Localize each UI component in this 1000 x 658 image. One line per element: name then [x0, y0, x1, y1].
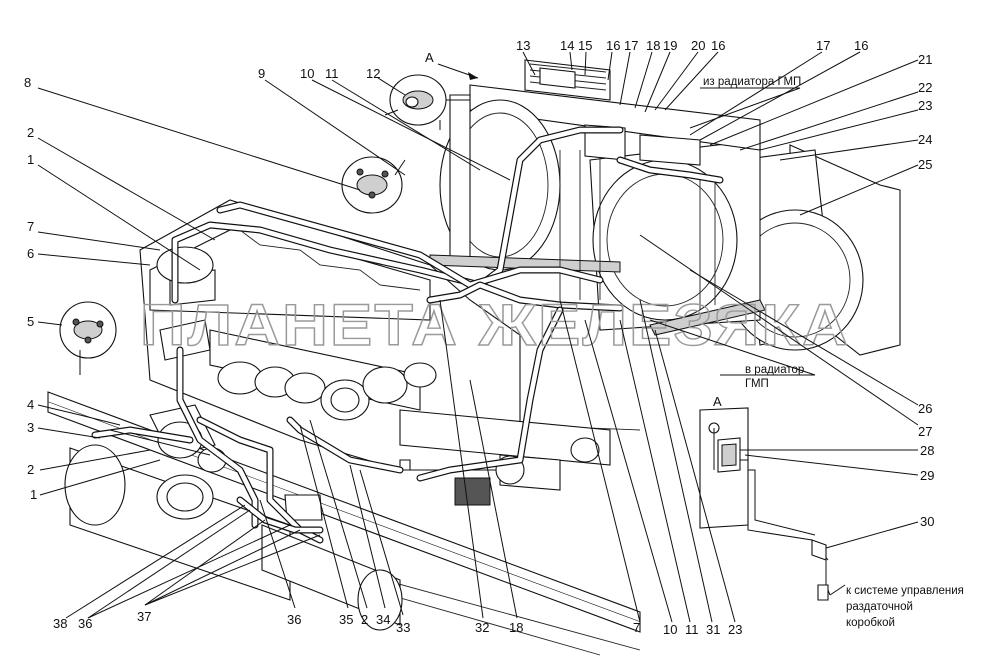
note-to-system-line1: к системе управления — [846, 585, 964, 597]
detail-view-36 — [341, 156, 406, 214]
inset-letter: А — [713, 394, 722, 409]
callout-c21: 21 — [918, 52, 932, 67]
callout-c5: 5 — [27, 314, 34, 329]
callout-c16a: 16 — [606, 38, 620, 53]
callout-c38: 38 — [53, 616, 67, 631]
inset-view-a — [699, 407, 831, 601]
view-letter: А — [425, 50, 434, 65]
callout-c2a: 2 — [27, 125, 34, 140]
callout-c8: 8 — [24, 75, 31, 90]
callout-c14: 14 — [560, 38, 574, 53]
callout-c35: 35 — [339, 612, 353, 627]
note-to-radiator-line2: ГМП — [745, 378, 769, 390]
callout-c2b: 2 — [27, 462, 34, 477]
callout-c20: 20 — [691, 38, 705, 53]
callout-c2c: 2 — [361, 612, 368, 627]
callout-c11b: 11 — [685, 622, 699, 637]
callout-c31: 31 — [706, 622, 720, 637]
callout-c29: 29 — [920, 468, 934, 483]
coolant-pipes — [91, 126, 724, 544]
callout-numbers: 13 14 15 16 17 18 19 20 16 17 16 21 22 2… — [24, 38, 934, 637]
callout-c37: 37 — [137, 609, 151, 624]
note-to-system-line3: коробкой — [846, 617, 895, 629]
callout-c18b: 18 — [509, 620, 523, 635]
callout-c19: 19 — [663, 38, 677, 53]
view-arrow-a: А А — [425, 50, 722, 409]
callout-c30: 30 — [920, 514, 934, 529]
callout-c17a: 17 — [624, 38, 638, 53]
callout-c3: 3 — [27, 420, 34, 435]
callout-c7b: 7 — [633, 620, 640, 635]
callout-c28: 28 — [920, 443, 934, 458]
radiator-assembly — [429, 59, 901, 356]
watermark: ПЛАНЕТА ЖЕЛЕЗЯКА — [140, 293, 850, 358]
callout-c27: 27 — [918, 424, 932, 439]
callout-c15: 15 — [578, 38, 592, 53]
callout-c33: 33 — [396, 620, 410, 635]
note-to-radiator-line1: в радиатор — [745, 364, 804, 376]
callout-c1b: 1 — [30, 487, 37, 502]
leader-lines — [37, 51, 919, 623]
detail-view-12 — [384, 74, 470, 130]
callout-c16c: 16 — [854, 38, 868, 53]
callout-c12: 12 — [366, 66, 380, 81]
callout-c24: 24 — [918, 132, 932, 147]
callout-c6: 6 — [27, 246, 34, 261]
note-from-radiator: из радиатора ГМП — [703, 76, 801, 88]
air-tank-right — [261, 524, 403, 631]
engine-block — [139, 199, 611, 521]
annotation-notes: из радиатора ГМП в радиатор ГМП к систем… — [703, 76, 964, 629]
callout-c13: 13 — [516, 38, 530, 53]
callout-c36b: 36 — [287, 612, 301, 627]
callout-c9: 9 — [258, 66, 265, 81]
detail-view-5 — [59, 301, 117, 375]
note-to-system-line2: раздаточной — [846, 601, 913, 613]
callout-c11a: 11 — [325, 66, 339, 81]
callout-c23b: 23 — [728, 622, 742, 637]
callout-c26: 26 — [918, 401, 932, 416]
callout-c17b: 17 — [816, 38, 830, 53]
callout-c16b: 16 — [711, 38, 725, 53]
callout-c1a: 1 — [27, 152, 34, 167]
callout-c22: 22 — [918, 80, 932, 95]
callout-c10a: 10 — [300, 66, 314, 81]
callout-c23a: 23 — [918, 98, 932, 113]
callout-c10b: 10 — [663, 622, 677, 637]
callout-c18: 18 — [646, 38, 660, 53]
callout-c36a: 36 — [78, 616, 92, 631]
callout-c4: 4 — [27, 397, 34, 412]
callout-c34: 34 — [376, 612, 390, 627]
callout-c32: 32 — [475, 620, 489, 635]
callout-c25: 25 — [918, 157, 932, 172]
callout-c7: 7 — [27, 219, 34, 234]
